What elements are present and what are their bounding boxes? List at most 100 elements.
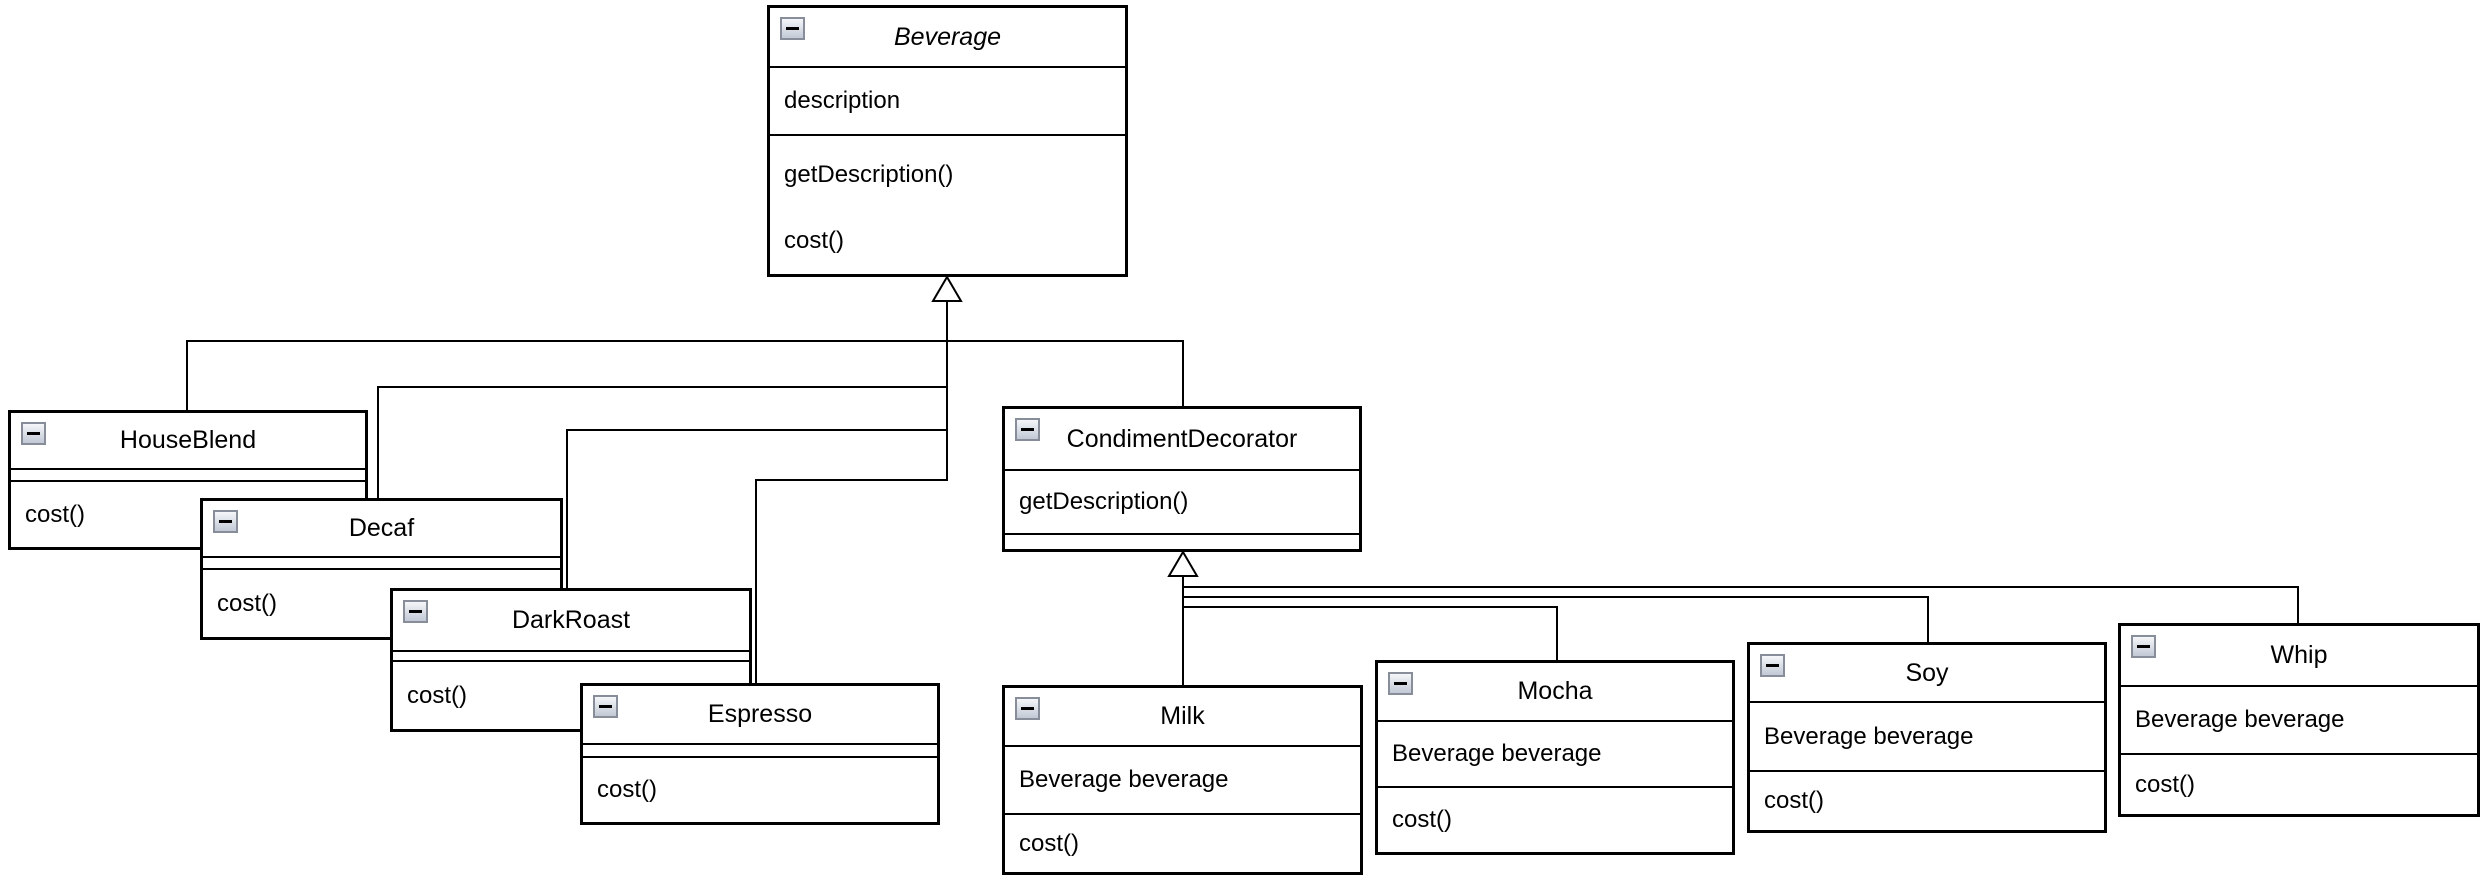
attributes-compartment-empty	[11, 468, 365, 480]
operations-compartment: cost()	[11, 480, 365, 547]
attribute-row[interactable]: Beverage beverage	[2135, 706, 2345, 733]
collapse-icon[interactable]	[1015, 697, 1040, 720]
generalization-trunk-milk[interactable]	[1182, 577, 1184, 686]
operation-row[interactable]: cost()	[217, 589, 277, 617]
generalization-drop-decaf[interactable]	[377, 386, 379, 499]
generalization-drop-condimentdecorator[interactable]	[1182, 340, 1184, 407]
class-title-bar[interactable]: Milk	[1005, 688, 1360, 745]
class-box-whip[interactable]: Whip Beverage beverage cost()	[2118, 623, 2480, 817]
generalization-drop-soy[interactable]	[1927, 596, 1929, 643]
class-title-bar[interactable]: Espresso	[583, 686, 937, 743]
class-box-espresso[interactable]: Espresso cost()	[580, 683, 940, 825]
class-box-beverage[interactable]: Beverage description getDescription() co…	[767, 5, 1128, 277]
collapse-icon[interactable]	[780, 17, 805, 40]
class-name: DarkRoast	[511, 606, 631, 634]
attribute-row[interactable]: Beverage beverage	[1392, 740, 1602, 767]
collapse-icon[interactable]	[2131, 635, 2156, 658]
generalization-rail-darkroast[interactable]	[566, 429, 948, 431]
operations-compartment: cost()	[393, 660, 749, 729]
operations-compartment: getDescription()	[1005, 469, 1359, 533]
class-name: Decaf	[348, 514, 415, 542]
attributes-compartment: Beverage beverage	[1750, 701, 2104, 770]
generalization-trunk-beverage[interactable]	[946, 302, 948, 481]
class-name: CondimentDecorator	[1066, 424, 1298, 453]
operations-compartment: cost()	[2121, 753, 2477, 814]
operation-row[interactable]: getDescription()	[1019, 488, 1189, 515]
class-title-bar[interactable]: DarkRoast	[393, 591, 749, 650]
class-box-milk[interactable]: Milk Beverage beverage cost()	[1002, 685, 1363, 875]
operations-compartment: cost()	[583, 756, 937, 822]
class-name: Whip	[2270, 641, 2328, 669]
minus-glyph	[1021, 428, 1034, 431]
class-title-bar[interactable]: Beverage	[770, 8, 1125, 66]
operation-row[interactable]: cost()	[597, 776, 657, 803]
collapse-icon[interactable]	[403, 600, 428, 623]
generalization-rail-soy[interactable]	[1182, 596, 1929, 598]
generalization-drop-darkroast[interactable]	[566, 429, 568, 589]
operation-row[interactable]: cost()	[784, 227, 844, 254]
minus-glyph	[1766, 664, 1779, 667]
class-box-soy[interactable]: Soy Beverage beverage cost()	[1747, 642, 2107, 833]
generalization-drop-espresso[interactable]	[755, 479, 757, 684]
operations-compartment: cost()	[1005, 813, 1360, 872]
class-box-decaf[interactable]: Decaf cost()	[200, 498, 563, 640]
generalization-rail-mocha[interactable]	[1182, 606, 1558, 608]
operation-row[interactable]: getDescription()	[784, 161, 954, 188]
class-name: Mocha	[1517, 677, 1593, 705]
class-box-mocha[interactable]: Mocha Beverage beverage cost()	[1375, 660, 1735, 855]
class-title-bar[interactable]: Mocha	[1378, 663, 1732, 720]
collapse-icon[interactable]	[1015, 418, 1040, 441]
operations-compartment: cost()	[1378, 786, 1732, 852]
class-title-bar[interactable]: HouseBlend	[11, 413, 365, 468]
minus-glyph	[219, 520, 232, 523]
generalization-rail-whip[interactable]	[1182, 586, 2299, 588]
operation-row[interactable]: cost()	[25, 500, 85, 528]
generalization-rail-espresso[interactable]	[755, 479, 948, 481]
attribute-row[interactable]: Beverage beverage	[1764, 722, 1974, 750]
collapse-icon[interactable]	[213, 510, 238, 533]
class-name: Soy	[1905, 658, 1949, 687]
class-box-houseblend[interactable]: HouseBlend cost()	[8, 410, 368, 550]
class-name: Milk	[1160, 702, 1205, 730]
minus-glyph	[27, 432, 40, 435]
collapse-icon[interactable]	[1760, 654, 1785, 677]
class-title-bar[interactable]: Soy	[1750, 645, 2104, 701]
generalization-drop-houseblend[interactable]	[186, 340, 188, 412]
compartment-empty	[1005, 533, 1359, 549]
generalization-arrowhead-beverage[interactable]	[931, 276, 963, 303]
minus-glyph	[2137, 645, 2150, 648]
generalization-rail-houseblend-condimentdecorator[interactable]	[186, 340, 1184, 342]
class-title-bar[interactable]: CondimentDecorator	[1005, 409, 1359, 469]
class-name: Espresso	[707, 700, 813, 728]
generalization-drop-mocha[interactable]	[1556, 606, 1558, 661]
attribute-row[interactable]: Beverage beverage	[1019, 766, 1229, 793]
operation-row[interactable]: cost()	[2135, 770, 2195, 798]
attribute-row[interactable]: description	[784, 87, 901, 114]
attributes-compartment-empty	[203, 556, 560, 568]
collapse-icon[interactable]	[21, 422, 46, 445]
generalization-drop-whip[interactable]	[2297, 586, 2299, 624]
class-title-bar[interactable]: Decaf	[203, 501, 560, 556]
generalization-arrowhead-condimentdecorator[interactable]	[1167, 551, 1199, 578]
minus-glyph	[1394, 682, 1407, 685]
attributes-compartment: description	[770, 66, 1125, 134]
collapse-icon[interactable]	[593, 695, 618, 718]
minus-glyph	[599, 705, 612, 708]
generalization-rail-decaf[interactable]	[377, 386, 948, 388]
operations-compartment: cost()	[1750, 770, 2104, 830]
class-title-bar[interactable]: Whip	[2121, 626, 2477, 685]
operation-row[interactable]: cost()	[407, 681, 467, 709]
class-box-condimentdecorator[interactable]: CondimentDecorator getDescription()	[1002, 406, 1362, 552]
attributes-compartment: Beverage beverage	[1005, 745, 1360, 813]
collapse-icon[interactable]	[1388, 672, 1413, 695]
operations-compartment: cost()	[203, 568, 560, 637]
attributes-compartment-empty	[583, 743, 937, 756]
operation-row[interactable]: cost()	[1019, 829, 1079, 857]
operations-compartment: getDescription() cost()	[770, 134, 1125, 274]
attributes-compartment: Beverage beverage	[1378, 720, 1732, 786]
attributes-compartment: Beverage beverage	[2121, 685, 2477, 753]
minus-glyph	[1021, 707, 1034, 710]
operation-row[interactable]: cost()	[1392, 806, 1452, 833]
operation-row[interactable]: cost()	[1764, 787, 1824, 814]
